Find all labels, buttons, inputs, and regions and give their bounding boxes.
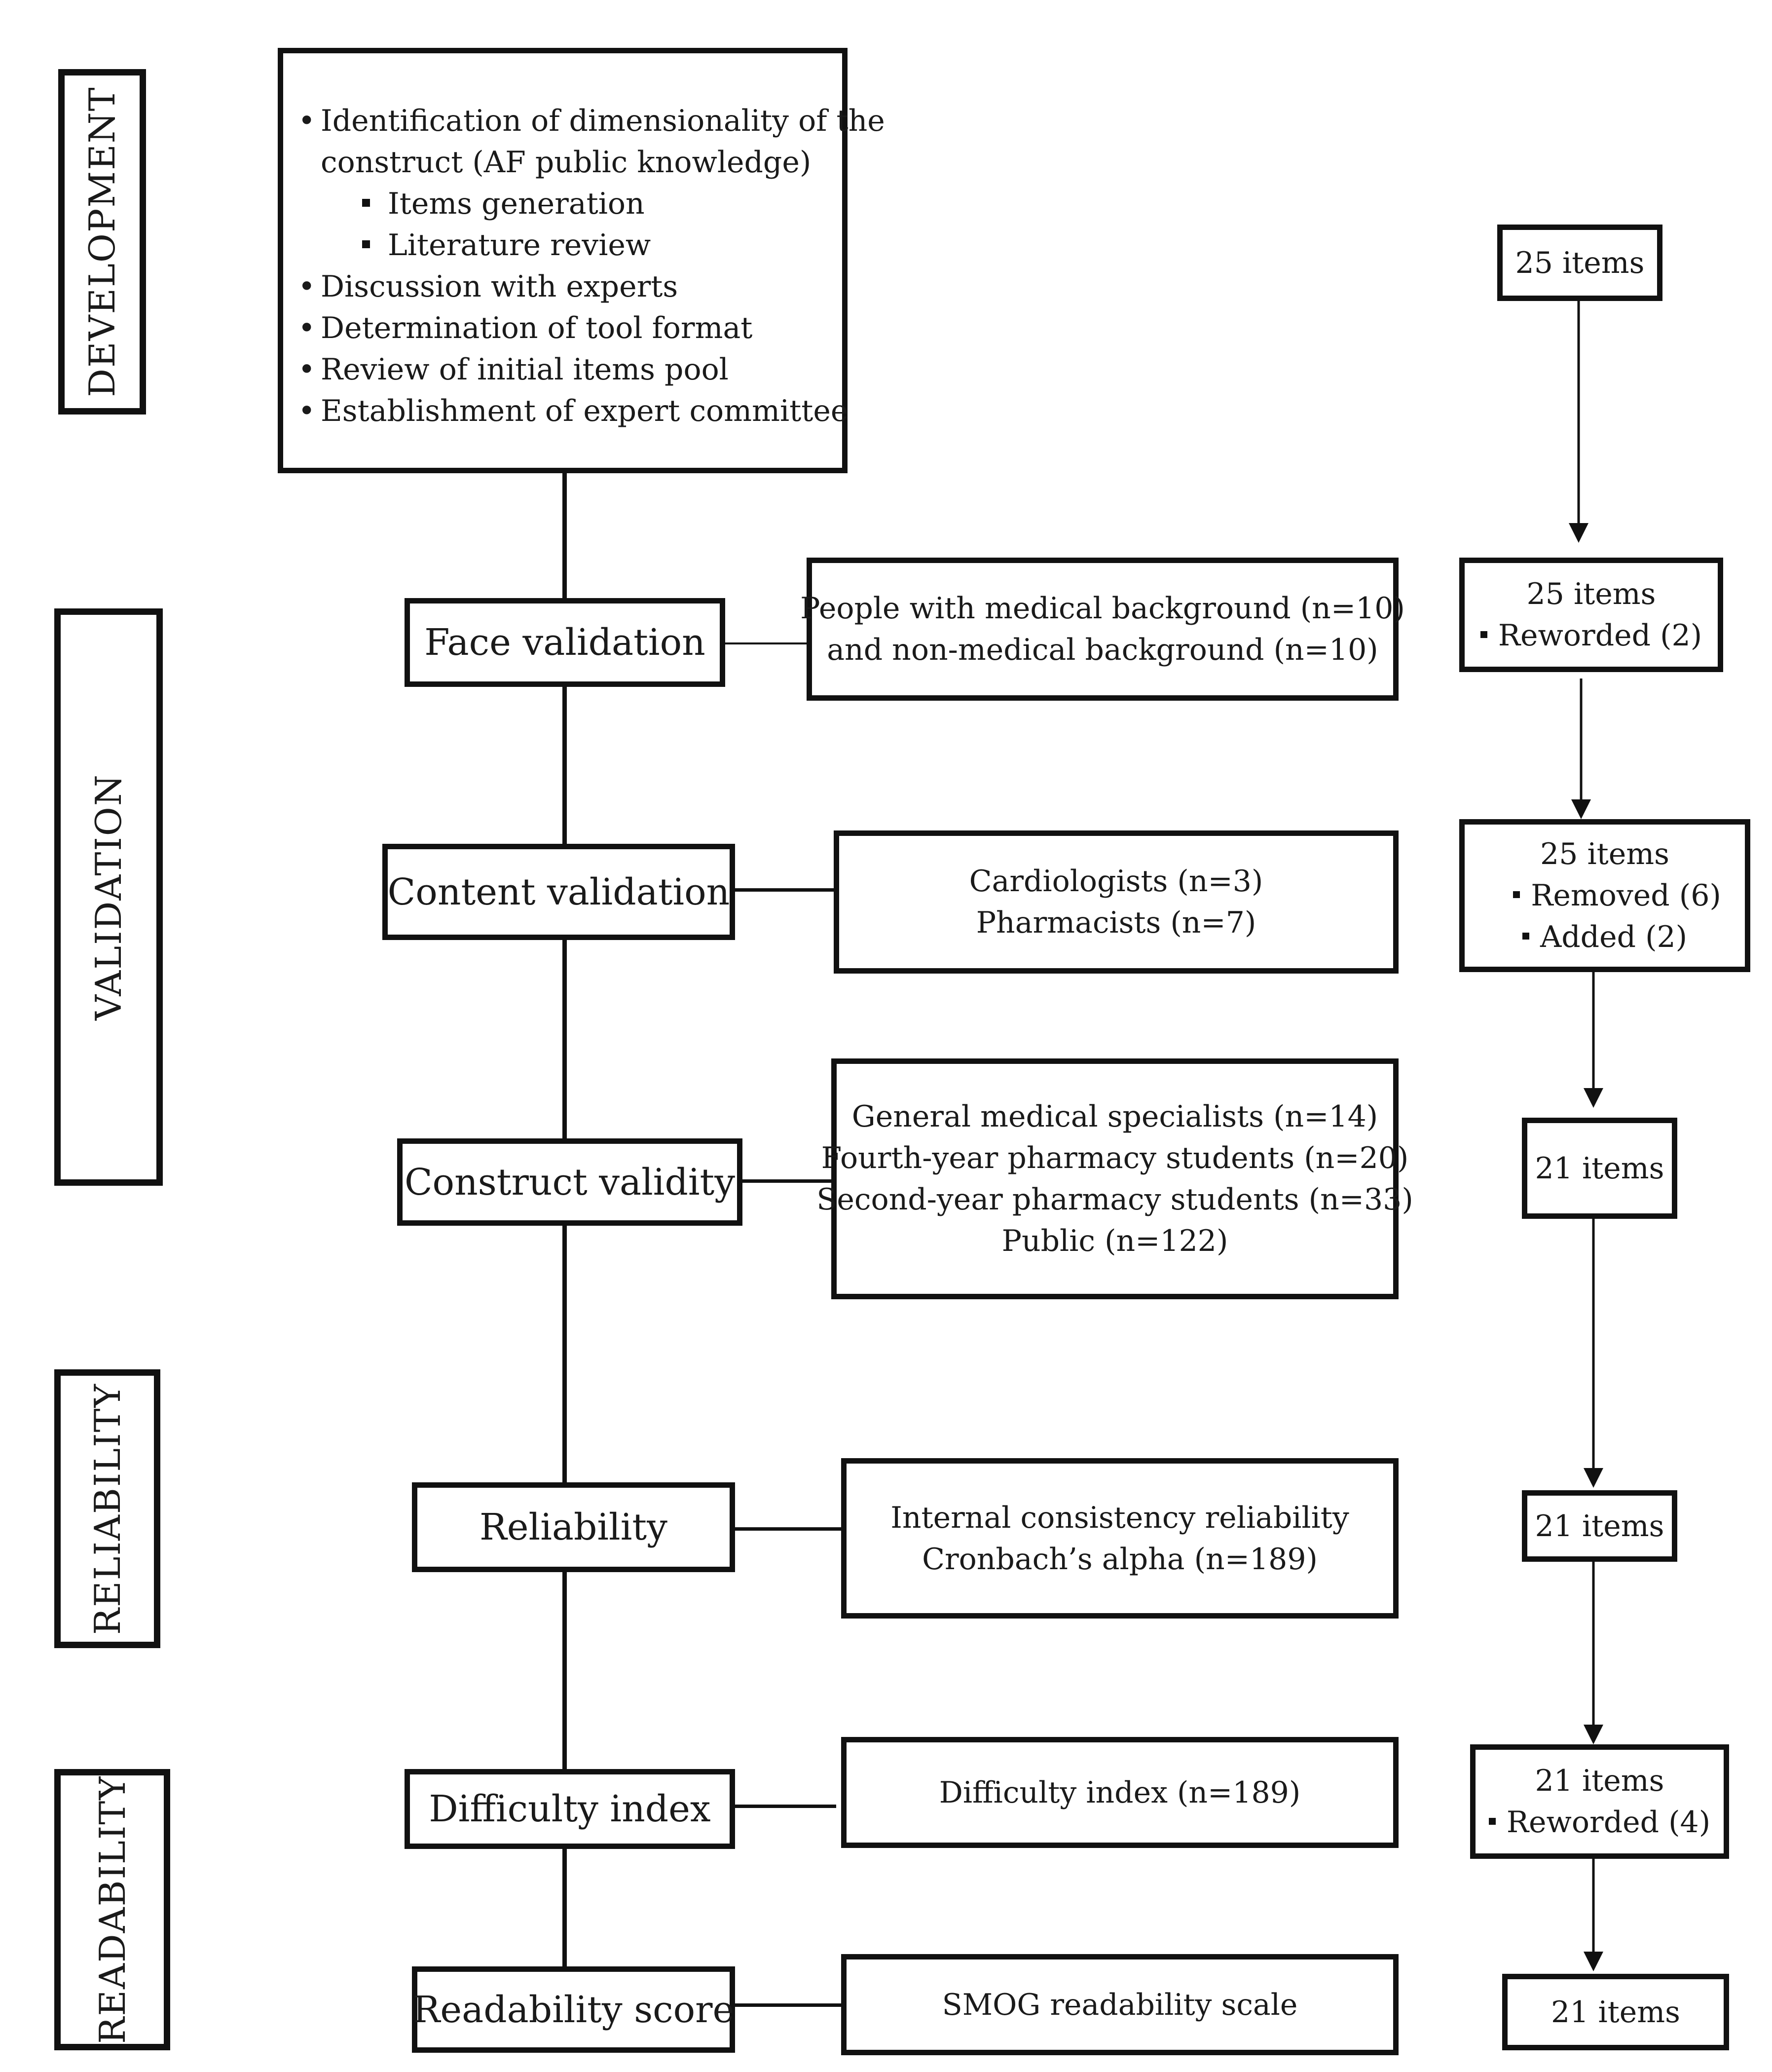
square-bullet-icon [1513, 891, 1520, 899]
items-construct-validity: 21 items [1522, 1118, 1677, 1219]
connector-content [730, 888, 839, 892]
section-readability: READABILITY [54, 1769, 170, 2050]
stage-difficulty-index: Difficulty index [405, 1769, 735, 1849]
detail-content-validation: Cardiologists (n=3) Pharmacists (n=7) [834, 830, 1399, 974]
dev-step-continuation: construct (AF public knowledge) [321, 145, 812, 180]
items-content-validation: 25 items Removed (6) Added (2) [1459, 819, 1750, 972]
stage-content-validation: Content validation [382, 844, 735, 940]
stage-reliability-label: Reliability [480, 1506, 667, 1548]
items-readability-score: 21 items [1502, 1974, 1729, 2050]
stage-face-validation: Face validation [405, 598, 725, 687]
connector-construct [738, 1179, 836, 1183]
dev-substep: Items generation [298, 183, 842, 225]
stage-readability-score-label: Readability score [412, 1988, 735, 2031]
section-reliability: RELIABILITY [54, 1369, 160, 1648]
connector-readability [730, 2003, 841, 2007]
dev-step: •Establishment of expert committee [298, 390, 848, 432]
bullet-icon: • [298, 352, 316, 387]
vertical-spine-line [562, 469, 567, 1989]
square-bullet-icon [1480, 631, 1487, 639]
stage-difficulty-index-label: Difficulty index [429, 1788, 711, 1830]
bullet-icon: • [298, 311, 316, 345]
detail-construct-validity: General medical specialists (n=14) Fourt… [816, 1058, 1413, 1299]
section-readability-label: READABILITY [91, 1775, 133, 2044]
arrow-initial-to-face [1569, 296, 1588, 543]
items-initial: 25 items [1497, 225, 1662, 301]
connector-face [720, 642, 812, 644]
square-bullet-icon [1488, 1818, 1496, 1825]
detail-face-validation: People with medical background (n=10) an… [800, 558, 1405, 701]
dev-step: •Determination of tool format [298, 307, 842, 349]
items-difficulty-index: 21 items Reworded (4) [1470, 1744, 1729, 1859]
items-reliability: 21 items [1522, 1490, 1677, 1562]
square-bullet-icon [362, 199, 370, 207]
section-validation-label: VALIDATION [88, 774, 129, 1020]
connector-difficulty [730, 1805, 836, 1808]
items-face-validation: 25 items Reworded (2) [1459, 558, 1723, 672]
square-bullet-icon [362, 240, 370, 249]
section-validation: VALIDATION [54, 608, 163, 1186]
connector-reliability [730, 1527, 841, 1531]
stage-content-validation-label: Content validation [387, 870, 730, 913]
section-reliability-label: RELIABILITY [86, 1383, 128, 1635]
arrow-face-to-content [1571, 678, 1591, 819]
detail-difficulty-index: Difficulty index (n=189) [841, 1737, 1399, 1848]
section-development: DEVELOPMENT [58, 69, 146, 414]
arrow-content-to-construct [1584, 967, 1603, 1108]
dev-step: •Review of initial items pool [298, 349, 842, 390]
dev-step: •Identification of dimensionality of the [298, 100, 885, 142]
square-bullet-icon [1522, 933, 1529, 940]
stage-construct-validity: Construct validity [397, 1138, 742, 1226]
section-development-label: DEVELOPMENT [81, 86, 123, 397]
stage-readability-score: Readability score [412, 1966, 735, 2053]
arrow-construct-to-reliability [1584, 1219, 1603, 1488]
stage-construct-validity-label: Construct validity [404, 1161, 736, 1204]
stage-reliability: Reliability [412, 1482, 735, 1572]
bullet-icon: • [298, 269, 316, 304]
development-steps-list: •Identification of dimensionality of the… [298, 100, 885, 432]
arrow-reliability-to-difficulty [1584, 1560, 1603, 1744]
dev-substep: Literature review [298, 225, 842, 266]
bullet-icon: • [298, 394, 316, 428]
bullet-icon: • [298, 104, 316, 138]
stage-face-validation-label: Face validation [424, 621, 705, 664]
detail-reliability: Internal consistency reliability Cronbac… [841, 1458, 1399, 1619]
arrow-difficulty-to-readability [1584, 1856, 1603, 1971]
dev-step: •Discussion with experts [298, 266, 842, 307]
development-steps-box: •Identification of dimensionality of the… [278, 48, 885, 473]
detail-readability-score: SMOG readability scale [841, 1954, 1399, 2055]
